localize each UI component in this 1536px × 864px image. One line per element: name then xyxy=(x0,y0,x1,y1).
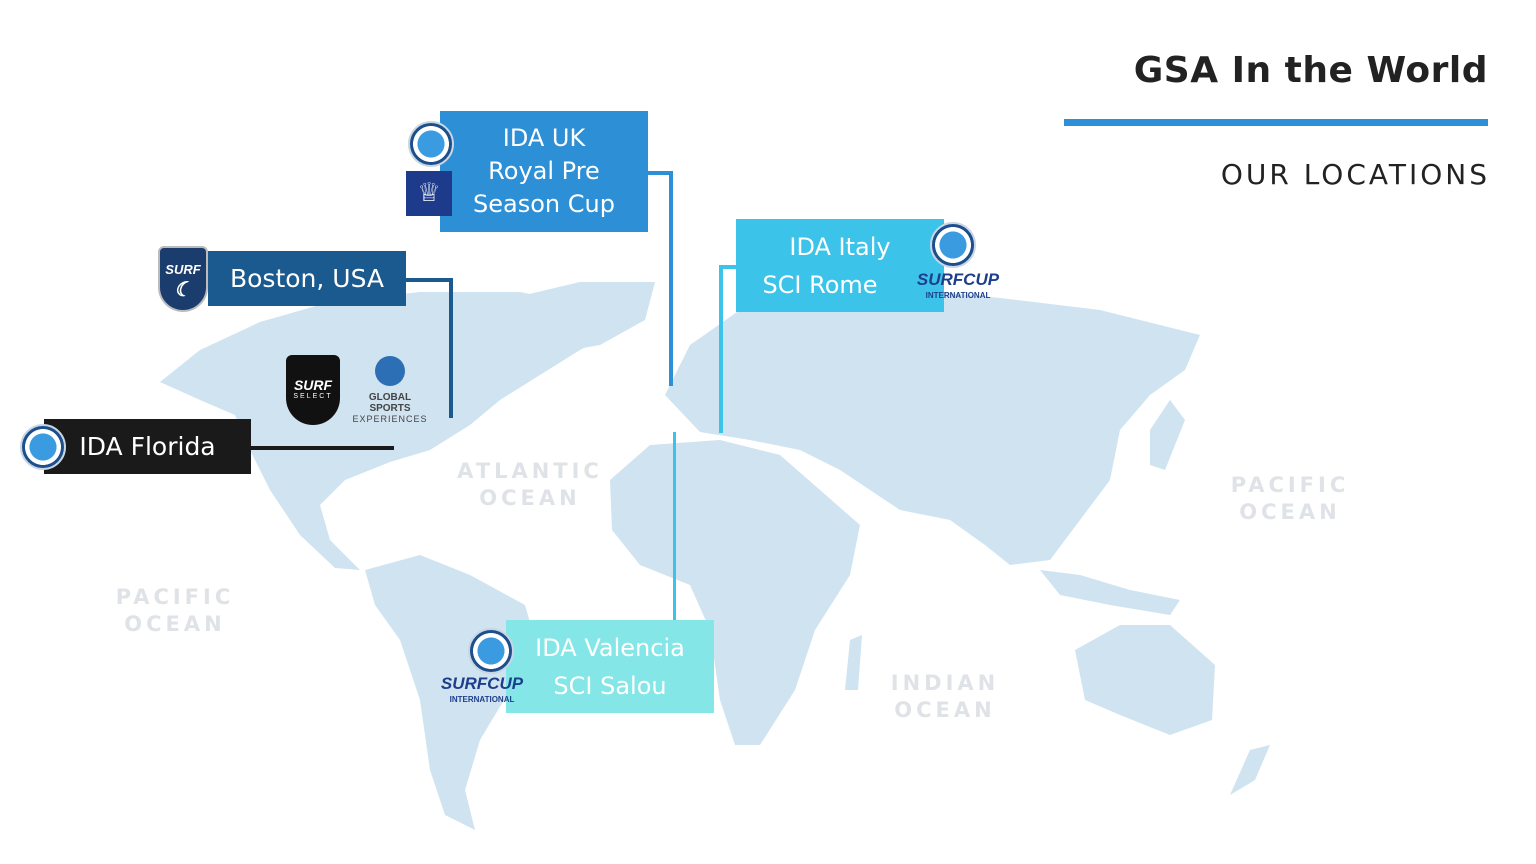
africa xyxy=(610,440,860,745)
japan xyxy=(1150,400,1185,470)
florida-label: IDA Florida xyxy=(79,432,216,461)
south-america xyxy=(365,555,535,830)
uk-line-1: IDA UK xyxy=(502,124,586,152)
valencia-line-2: SCI Salou xyxy=(553,671,667,700)
page-title: GSA In the World xyxy=(1133,50,1488,91)
location-box-valencia[interactable]: IDA Valencia SCI Salou xyxy=(506,620,714,713)
location-box-florida[interactable]: IDA Florida xyxy=(44,419,251,474)
uk-connector xyxy=(648,171,673,175)
page-subtitle: OUR LOCATIONS xyxy=(1220,158,1490,191)
italy-line-2: SCI Rome xyxy=(762,270,878,299)
italy-connector-vertical xyxy=(719,265,723,433)
location-box-uk[interactable]: IDA UK Royal Pre Season Cup xyxy=(440,111,648,232)
ida-badge-icon xyxy=(930,222,976,268)
uk-line-2: Royal Pre xyxy=(488,157,600,185)
global-sports-experiences-logo-icon: GLOBAL SPORTS EXPERIENCES xyxy=(350,356,430,424)
australia xyxy=(1075,625,1215,735)
madagascar xyxy=(845,635,862,690)
royal-pre-season-cup-logo-icon: ♕ xyxy=(406,171,452,216)
valencia-line-1: IDA Valencia xyxy=(535,633,685,662)
uk-line-3: Season Cup xyxy=(473,190,615,218)
greenland xyxy=(525,282,655,352)
boston-connector-vertical xyxy=(449,278,453,418)
surf-new-england-logo-icon: SURF☾ xyxy=(158,246,208,312)
indonesia xyxy=(1040,570,1180,615)
location-box-italy[interactable]: IDA Italy SCI Rome xyxy=(736,219,944,312)
uk-connector-vertical xyxy=(669,171,673,386)
location-box-boston[interactable]: Boston, USA xyxy=(208,251,406,306)
italy-connector xyxy=(719,265,737,269)
boston-label: Boston, USA xyxy=(229,264,385,293)
ida-badge-icon xyxy=(408,121,454,167)
boston-connector xyxy=(405,278,453,282)
ida-badge-icon xyxy=(468,628,514,674)
new-zealand xyxy=(1230,745,1270,795)
ida-badge-icon xyxy=(20,424,66,470)
florida-connector xyxy=(250,446,394,450)
eurasia xyxy=(665,288,1200,565)
title-divider xyxy=(1064,119,1488,126)
valencia-connector xyxy=(673,432,676,622)
north-america xyxy=(160,292,620,570)
surf-select-logo-icon: SURF SELECT xyxy=(286,355,340,425)
italy-line-1: IDA Italy xyxy=(789,232,891,261)
